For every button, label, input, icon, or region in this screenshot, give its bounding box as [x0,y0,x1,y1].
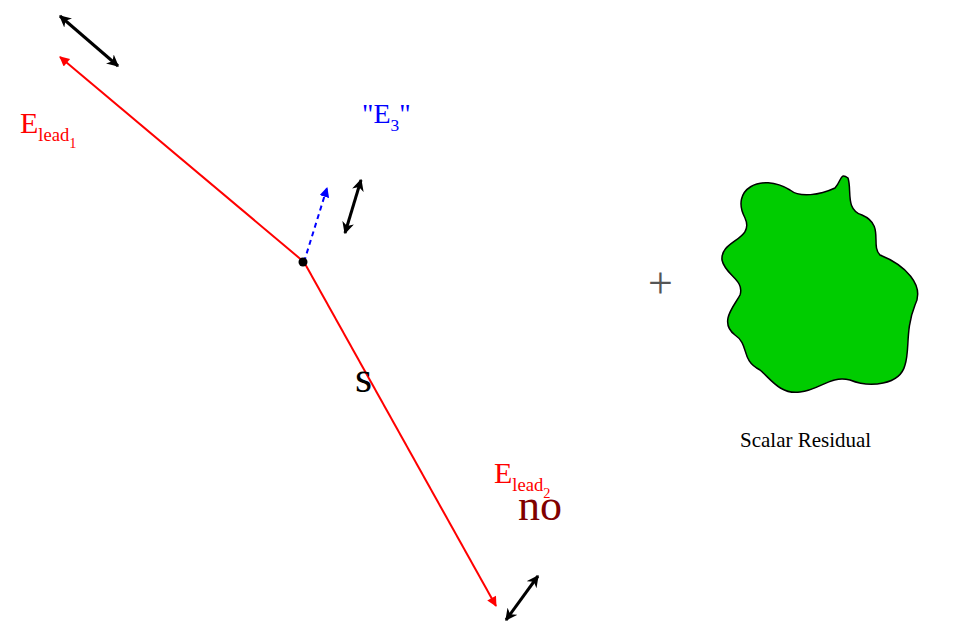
slide-text-fragment: s [355,356,372,400]
third-vector [304,188,327,262]
lead-vector-2 [304,262,496,606]
uncertainty-arrow [506,576,538,620]
vector-label: "E3" [362,100,411,128]
lead-vector-1 [60,57,304,262]
vertex-dot [299,258,308,267]
plus-sign: + [648,262,673,306]
residual-blob [722,176,918,392]
uncertainty-arrow [60,16,118,66]
blob-caption: Scalar Residual [740,430,871,451]
uncertainty-arrow [345,180,361,233]
vector-label: Elead2 [494,458,551,488]
vector-label: Elead1 [20,108,77,138]
